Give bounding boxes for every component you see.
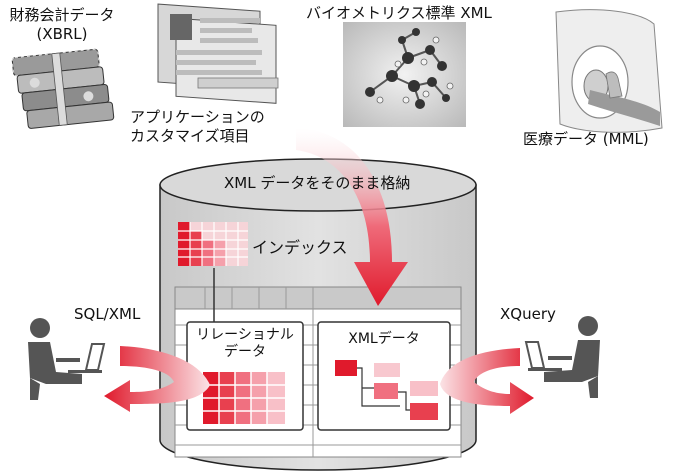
financial-label-line1: 財務会計データ <box>9 6 115 24</box>
index-graphic <box>178 222 248 266</box>
xquery-label: XQuery <box>500 305 556 323</box>
sql-arrow <box>104 346 210 412</box>
relational-label-line1: リレーショナル <box>196 327 294 343</box>
custom-label-line1: アプリケーションの <box>130 108 265 126</box>
sql-label: SQL/XML <box>74 305 141 323</box>
xquery-arrow <box>440 348 534 414</box>
store-arrow <box>296 128 408 306</box>
custom-label: アプリケーションの カスタマイズ項目 <box>130 108 265 146</box>
custom-label-line2: カスタマイズ項目 <box>130 127 250 145</box>
molecule-icon <box>343 22 466 127</box>
relational-label-line2: データ <box>224 344 266 360</box>
xml-tree <box>335 360 438 420</box>
screen-icon <box>157 3 279 104</box>
person-computer-icon-right <box>524 316 600 398</box>
store-label: XML データをそのまま格納 <box>224 174 411 192</box>
scanner-icon <box>555 9 663 133</box>
relational-label: リレーショナル データ <box>187 327 303 361</box>
relational-table <box>203 372 285 424</box>
biometrics-label: バイオメトリクス標準 XML <box>306 4 492 22</box>
xml-data-label: XMLデータ <box>348 331 420 347</box>
medical-label: 医療データ (MML) <box>523 130 649 148</box>
financial-label: 財務会計データ (XBRL) <box>0 6 124 44</box>
money-icon <box>11 48 115 129</box>
financial-label-line2: (XBRL) <box>36 25 88 43</box>
person-computer-icon <box>28 318 106 400</box>
index-label: インデックス <box>252 238 348 257</box>
